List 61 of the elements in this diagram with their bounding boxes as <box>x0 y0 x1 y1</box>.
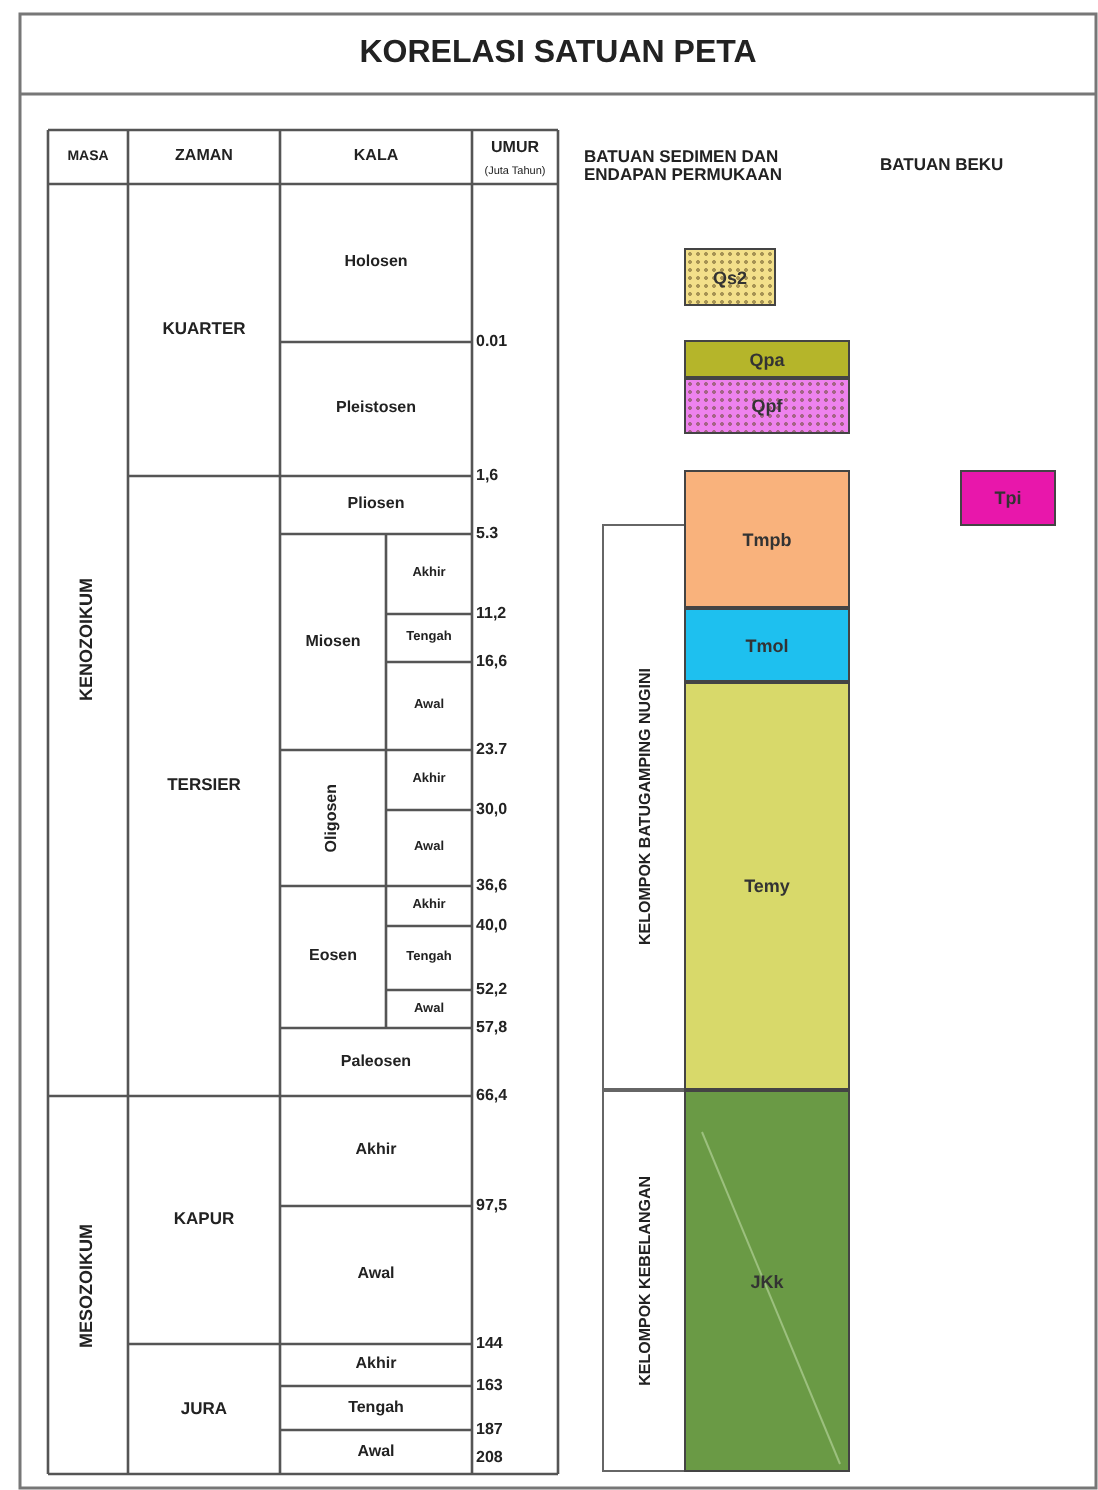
group-name: KELOMPOK BATUGAMPING NUGINI <box>635 668 653 946</box>
table-text: Holosen <box>344 254 408 272</box>
rock-unit-box <box>684 608 850 682</box>
age-value: 66,4 <box>476 1087 508 1105</box>
age-value: 23.7 <box>476 741 508 759</box>
age-value: 144 <box>476 1335 503 1353</box>
table-text: Awal <box>357 1266 395 1284</box>
table-text: JURA <box>180 1399 228 1419</box>
table-text: Paleosen <box>340 1053 412 1071</box>
age-value: 52,2 <box>476 981 508 999</box>
age-value: 30,0 <box>476 801 508 819</box>
table-text: Miosen <box>305 633 361 651</box>
table-text: Oligosen <box>324 783 342 853</box>
rock-unit-box <box>684 340 850 378</box>
unit-symbol: Qs2 <box>712 267 747 287</box>
table-text: KENOZOIKUM <box>78 578 98 702</box>
table-text: Pliosen <box>347 496 405 514</box>
column-header: KALA <box>353 148 399 166</box>
age-value: 0.01 <box>476 333 508 351</box>
table-text: KAPUR <box>173 1210 235 1230</box>
column-header: UMUR <box>491 139 539 157</box>
group-name: KELOMPOK KEBELANGAN <box>635 1176 653 1386</box>
age-value: 1,6 <box>476 467 499 485</box>
unit-symbol: Temy <box>744 876 790 896</box>
rock-unit-box <box>684 470 850 608</box>
age-value: 40,0 <box>476 917 508 935</box>
column-header: BATUAN BEKU <box>880 156 1004 176</box>
age-value: 57,8 <box>476 1019 508 1037</box>
group-bracket <box>602 1090 684 1472</box>
rock-unit-box <box>684 1090 850 1472</box>
age-value: 163 <box>476 1377 503 1395</box>
rock-unit-box <box>684 248 776 306</box>
table-text: Pleistosen <box>335 400 416 418</box>
unit-symbol: Qpa <box>749 349 785 369</box>
table-text: KUARTER <box>162 320 246 340</box>
group-bracket <box>602 524 684 1090</box>
chart-title: KORELASI SATUAN PETA <box>359 36 757 72</box>
unit-symbol: Tpi <box>994 488 1022 508</box>
unit-symbol: Tmpb <box>742 529 792 549</box>
column-header: ZAMAN <box>175 148 233 166</box>
unit-symbol: JKk <box>750 1271 784 1291</box>
age-value: 36,6 <box>476 877 508 895</box>
table-text: Akhir <box>355 1142 397 1160</box>
unit-symbol: Tmol <box>745 635 789 655</box>
table-text: Awal <box>357 1443 395 1461</box>
table-text: MESOZOIKUM <box>78 1223 98 1347</box>
table-text: Tengah <box>348 1399 404 1417</box>
age-value: 97,5 <box>476 1197 508 1215</box>
age-value: 187 <box>476 1421 503 1439</box>
age-value: 16,6 <box>476 653 508 671</box>
table-text: Eosen <box>308 948 357 966</box>
age-value: 208 <box>476 1449 503 1467</box>
rock-unit-box <box>684 378 850 434</box>
rock-unit-box <box>960 470 1056 526</box>
rock-unit-box <box>684 682 850 1090</box>
age-value: 5.3 <box>476 525 499 543</box>
unit-symbol: Qpf <box>751 396 783 416</box>
table-text: TERSIER <box>167 776 241 796</box>
table-text: Akhir <box>355 1356 397 1374</box>
age-value: 11,2 <box>476 605 507 623</box>
column-header: BATUAN SEDIMEN DAN ENDAPAN PERMUKAAN <box>584 147 785 185</box>
